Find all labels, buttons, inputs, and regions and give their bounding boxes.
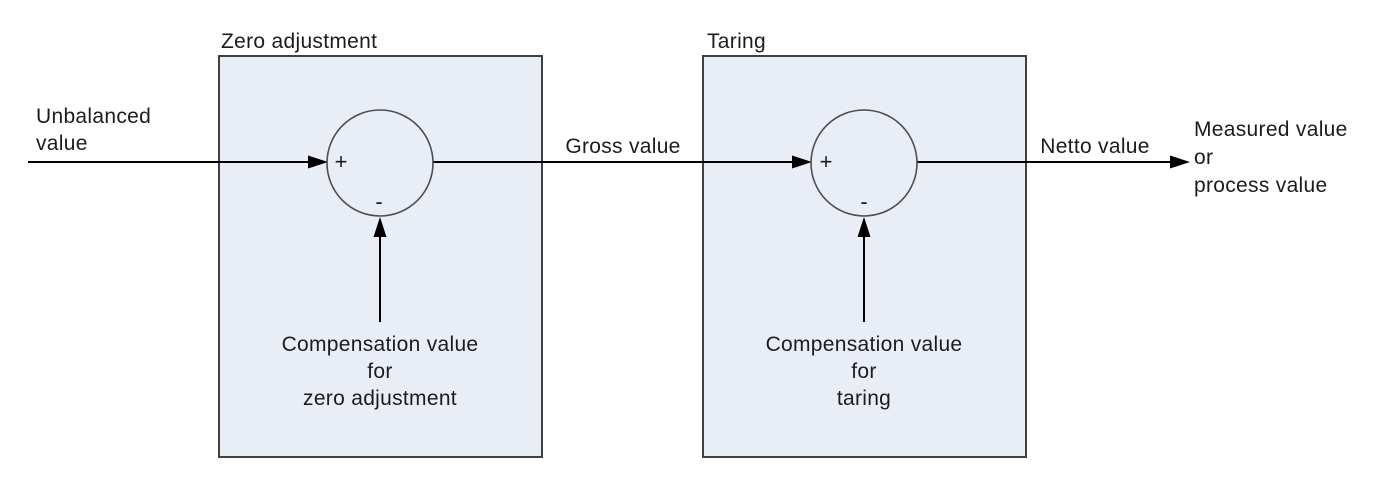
junction-2-plus-sign: + <box>819 149 833 174</box>
junction-2-minus-sign: - <box>860 189 868 214</box>
taring-block-title: Taring <box>707 30 766 53</box>
zero-adjustment-block-title: Zero adjustment <box>221 30 378 53</box>
gross-value-label: Gross value <box>565 135 681 158</box>
junction-1-plus-sign: + <box>334 149 348 174</box>
netto-value-label: Netto value <box>1040 135 1150 158</box>
junction-1-minus-sign: - <box>375 189 383 214</box>
taring-compensation-label: Compensation value for taring <box>765 333 963 410</box>
output-arrowhead <box>1170 155 1190 169</box>
zero-compensation-label: Compensation value for zero adjustment <box>281 333 479 410</box>
input-signal-label: Unbalanced value <box>36 105 152 155</box>
output-signal-label: Measured value or process value <box>1194 118 1348 197</box>
